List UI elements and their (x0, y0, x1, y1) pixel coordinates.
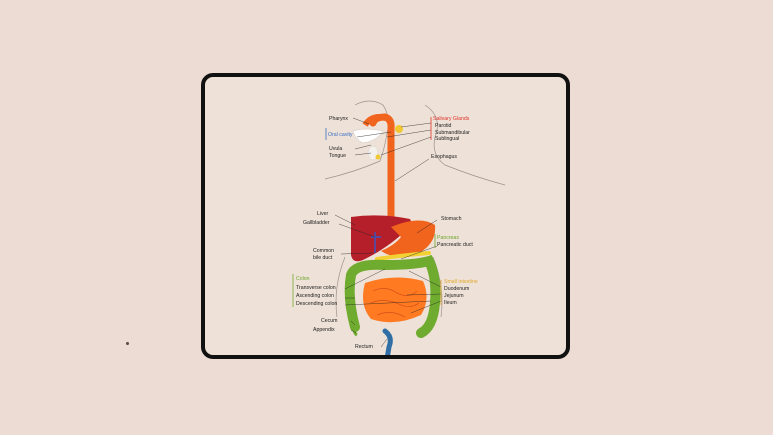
label-descending-colon: Descending colon (296, 301, 337, 307)
label-pancreas: Pancreas (437, 235, 459, 241)
colon-shape (344, 255, 441, 338)
label-bile-duct: bile duct (313, 255, 333, 261)
appendix-shape (352, 324, 358, 337)
label-esophagus: Esophagus (431, 154, 457, 160)
label-transverse-colon: Transverse colon (296, 285, 336, 291)
label-duodenum: Duodenum (444, 286, 469, 292)
label-small-intestine: Small intestine (444, 279, 478, 285)
small-intestine-folds (370, 288, 420, 318)
sublingual-gland (375, 154, 381, 160)
label-submandibular: Submandibular (435, 130, 470, 136)
label-pharynx: Pharynx (329, 116, 348, 122)
oral-cavity-shape (352, 128, 384, 144)
tablet-frame: Pharynx Oral cavity Uvula Tongue Salivar… (201, 73, 570, 359)
label-parotid: Parotid (435, 123, 452, 129)
label-pancreatic-duct: Pancreatic duct (437, 242, 473, 248)
label-anus: anus (395, 354, 407, 359)
pancreas-shape (375, 251, 431, 261)
label-ascending-colon: Ascending colon (296, 293, 334, 299)
label-appendix: Appendix (313, 327, 335, 333)
parotid-gland (395, 125, 403, 133)
label-liver: Liver (317, 211, 329, 217)
label-tongue: Tongue (329, 153, 346, 159)
leader-lines (334, 117, 442, 348)
label-common: Common (313, 248, 334, 254)
label-colon: Colon (296, 276, 310, 282)
label-salivary-glands: Salivary Glands (433, 116, 470, 122)
small-intestine-shape (363, 277, 427, 323)
label-ileum: Ileum (444, 300, 457, 306)
background-speck (126, 342, 129, 345)
label-uvula: Uvula (329, 146, 342, 152)
bile-duct (371, 232, 381, 253)
label-rectum: Rectum (355, 344, 373, 350)
stomach-shape (381, 220, 436, 258)
rectum-shape (382, 328, 393, 355)
tongue-shape (367, 145, 379, 161)
label-jejunum: Jejunum (444, 293, 464, 299)
label-stomach: Stomach (441, 216, 462, 222)
digestive-system-diagram: Pharynx Oral cavity Uvula Tongue Salivar… (292, 100, 506, 359)
label-oral-cavity: Oral cavity (328, 132, 353, 138)
label-cecum: Cecum (321, 318, 337, 324)
label-sublingual: Sublingual (435, 136, 459, 142)
label-gallbladder: Gallbladder (303, 220, 330, 226)
